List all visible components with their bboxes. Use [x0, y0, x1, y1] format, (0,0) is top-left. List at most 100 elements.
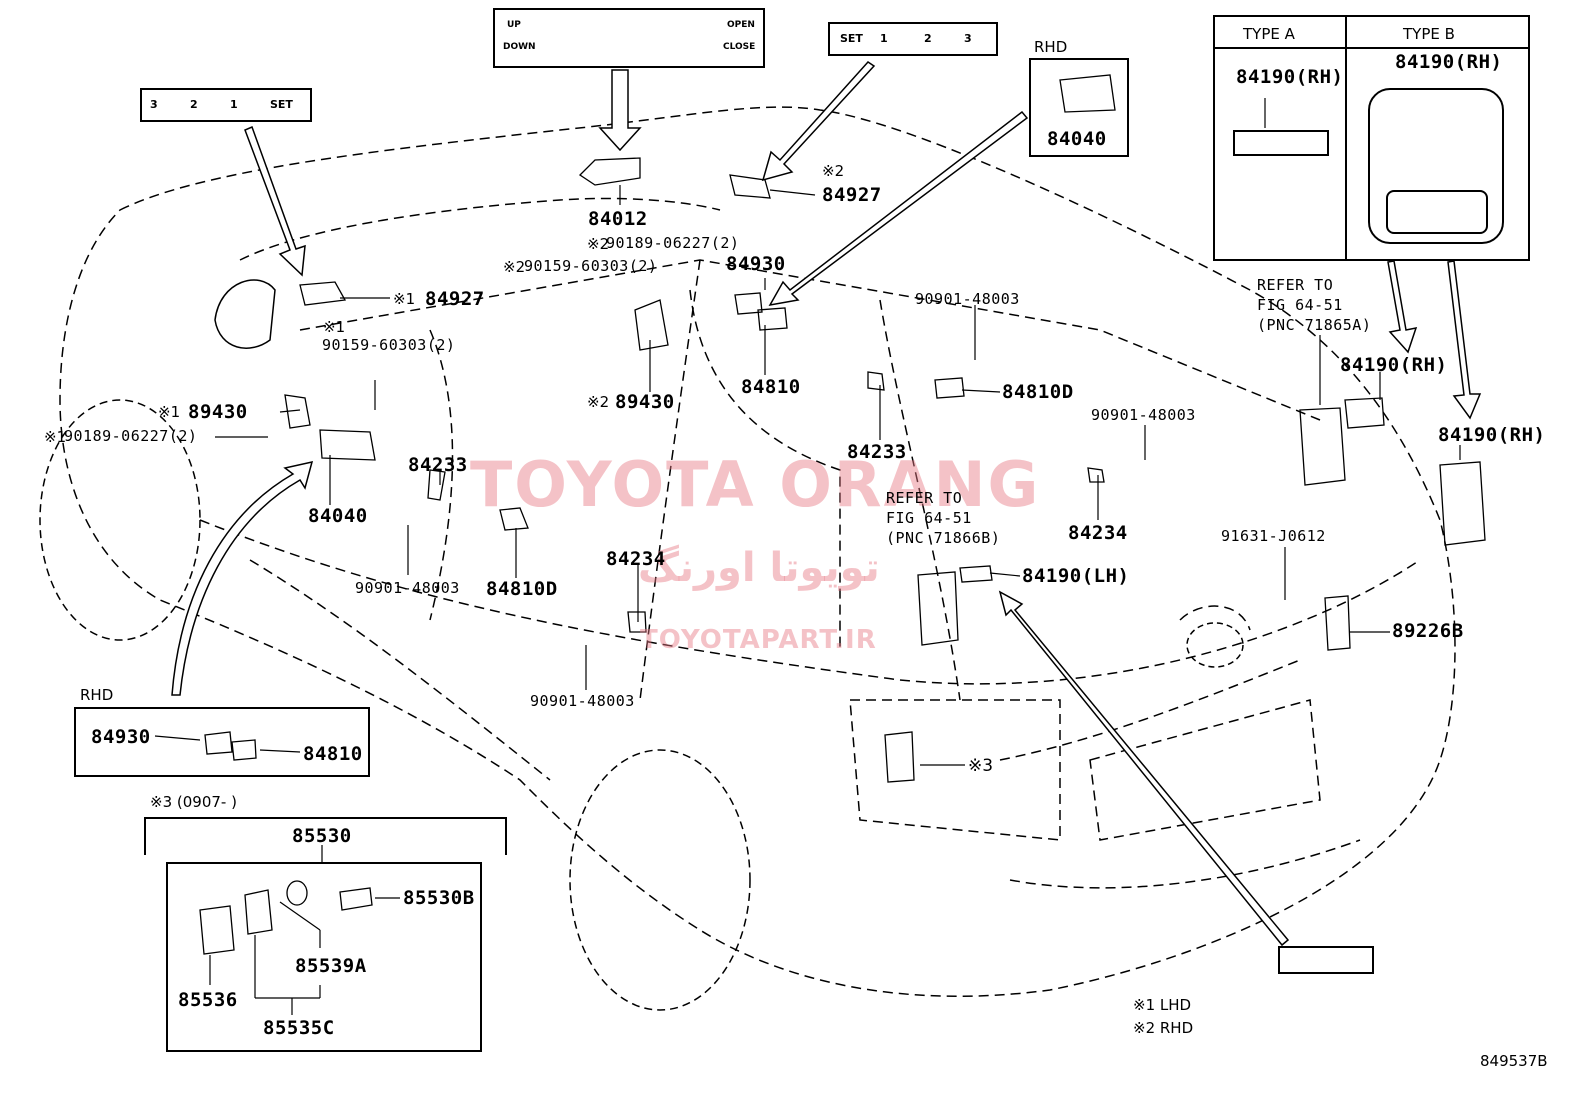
bracket-top	[144, 817, 506, 819]
part-89430-sketch	[634, 299, 669, 351]
watermark-main: TOYOTA ORANG	[470, 448, 1041, 521]
part-90189-lhd: 90189-06227(2)	[64, 427, 198, 445]
set-label: SET	[840, 32, 863, 45]
part-85536: 85536	[178, 989, 238, 1011]
part-84233-rh: 84233	[847, 441, 907, 463]
part-84810d-lh: 84810D	[486, 578, 558, 600]
seat-1-label: 1	[230, 98, 238, 111]
callout-arrows	[171, 61, 1482, 947]
part-84040-lh: 84040	[308, 505, 368, 527]
part-84190rh-type-a: 84190(RH)	[1236, 66, 1344, 88]
part-90159-lhd: 90159-60303(2)	[322, 336, 456, 354]
part-89430-lhd-sketch	[284, 394, 311, 429]
part-85536-sketch	[199, 905, 235, 955]
mark-2-84927: ※2	[822, 162, 845, 180]
refer-a-line1: REFER TO	[1257, 276, 1334, 294]
part-90901-rh: 90901-48003	[915, 290, 1020, 308]
mark-1-84927: ※1	[393, 290, 416, 308]
part-84810-sketch	[757, 307, 788, 331]
part-84810d-sketch	[934, 377, 965, 399]
part-ecu-sketch	[917, 571, 959, 646]
mark-1-90159: ※1	[323, 318, 346, 336]
part-sketches	[199, 74, 1486, 955]
refer-b-line2: FIG 64-51	[886, 509, 972, 527]
close-label: CLOSE	[723, 42, 756, 52]
leader-lines	[215, 98, 1461, 766]
legend-rhd: ※2 RHD	[1133, 1019, 1194, 1037]
part-rhd-84040-sketch	[1059, 74, 1116, 113]
switch-inset-roof: UP DOWN OPEN CLOSE	[493, 8, 765, 68]
part-85535c-sketch	[244, 889, 273, 935]
refer-b-line1: REFER TO	[886, 489, 963, 507]
type-a-header: TYPE A	[1243, 25, 1295, 43]
refer-a-line2: FIG 64-51	[1257, 296, 1343, 314]
part-84927-rhd: 84927	[822, 184, 882, 206]
part-84810-rhd: 84810	[303, 743, 363, 765]
box-85530	[166, 862, 482, 1052]
refer-a-line3: (PNC 71865A)	[1257, 316, 1372, 334]
part-84190-lh: 84190(LH)	[1022, 565, 1130, 587]
rhd-label-top: RHD	[1034, 38, 1068, 56]
part-84927-lhd-sketch	[299, 281, 347, 306]
part-90189-rhd: 90189-06227(2)	[606, 234, 740, 252]
part-90901-lh: 90901-48003	[355, 579, 460, 597]
seat-3-label: 3	[964, 32, 972, 45]
part-84190rh-b: 84190(RH)	[1438, 424, 1546, 446]
car-body-outline	[59, 106, 1456, 997]
part-84233-lh: 84233	[408, 454, 468, 476]
legend-lhd: ※1 LHD	[1133, 996, 1192, 1014]
mark-2-90189: ※2	[587, 235, 610, 253]
part-84234-rh-sketch	[1087, 467, 1105, 483]
up-label: UP	[507, 20, 521, 30]
part-84012-sketch	[578, 157, 641, 186]
part-85530b: 85530B	[403, 887, 475, 909]
mark-3-range: ※3 (0907- )	[150, 793, 237, 811]
part-84927-lhd: 84927	[425, 288, 485, 310]
box-leaders	[154, 735, 400, 1015]
part-84190rh-type-b: 84190(RH)	[1395, 51, 1503, 73]
part-84190rh-a-sketch	[1344, 397, 1385, 429]
part-84810d-lh-sketch	[499, 507, 529, 531]
mark-1-90189: ※1	[44, 428, 67, 446]
type-table	[1213, 15, 1530, 261]
mark-3-outlet: ※3	[968, 756, 994, 776]
part-85539a-sketch	[286, 880, 308, 906]
mark-2-90159: ※2	[503, 258, 526, 276]
part-84810: 84810	[741, 376, 801, 398]
refer-b-line3: (PNC 71866B)	[886, 529, 1001, 547]
part-85530b-sketch	[339, 887, 373, 911]
part-84234-sketch	[627, 611, 647, 633]
part-89430-rhd: 89430	[615, 391, 675, 413]
rhd-label-bottom: RHD	[80, 686, 114, 704]
part-90901-rh2: 90901-48003	[1091, 406, 1196, 424]
part-84012: 84012	[588, 208, 648, 230]
front-wheel	[39, 399, 201, 641]
type-b-header: TYPE B	[1403, 25, 1455, 43]
part-85535c: 85535C	[263, 1017, 335, 1039]
part-84190rh-a: 84190(RH)	[1340, 354, 1448, 376]
part-85539a: 85539A	[295, 955, 367, 977]
set-label: SET	[270, 98, 293, 111]
part-84810d-rh: 84810D	[1002, 381, 1074, 403]
part-rhd-84930-sketch	[204, 731, 233, 755]
type-b-bezel	[1368, 88, 1504, 244]
open-label: OPEN	[727, 20, 755, 30]
diagram-code: 849537B	[1480, 1052, 1548, 1070]
rhd-box-84040	[1029, 58, 1129, 157]
part-84233-sketch	[427, 469, 446, 501]
part-84040-sketch	[319, 429, 376, 461]
switch-inset-rear	[1278, 946, 1374, 974]
part-84190rh-b-sketch	[1439, 461, 1486, 546]
part-84930-sketch	[734, 292, 763, 315]
part-85530: 85530	[292, 825, 352, 847]
type-a-switch	[1233, 130, 1329, 156]
part-84190lh-sketch	[959, 565, 993, 583]
watermark-farsi: تویوتا اورنگ	[638, 545, 880, 591]
part-89226b-sketch	[1324, 595, 1351, 651]
rhd-box-switches	[74, 707, 370, 777]
seat-2-label: 2	[190, 98, 198, 111]
mark-2-89430: ※2	[587, 393, 610, 411]
part-89430-lhd: 89430	[188, 401, 248, 423]
part-84930-rhd: 84930	[91, 726, 151, 748]
